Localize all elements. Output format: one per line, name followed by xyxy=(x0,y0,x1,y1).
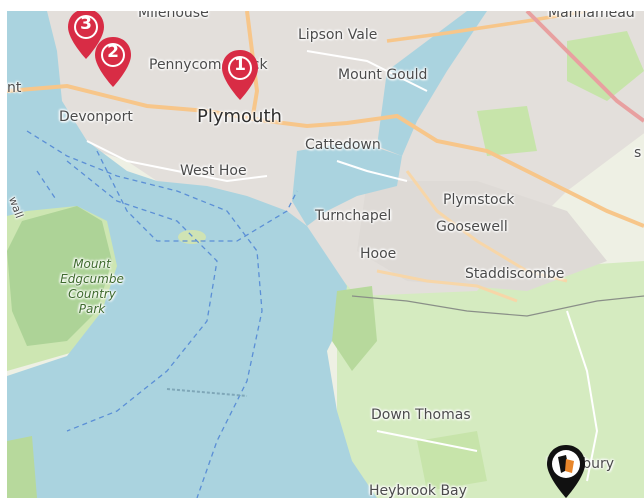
bank-logo-pin-icon xyxy=(547,445,585,498)
marker-number: 3 xyxy=(80,14,92,34)
map-pin-icon xyxy=(68,11,104,59)
label-edge-s: s xyxy=(634,145,642,161)
map-pin-icon xyxy=(222,50,258,100)
label-lipson-vale: Lipson Vale xyxy=(298,27,378,43)
label-turnchapel: Turnchapel xyxy=(315,208,392,224)
label-plymstock: Plymstock xyxy=(443,192,515,208)
label-devonport: Devonport xyxy=(59,109,133,125)
map-marker-3[interactable]: 3 xyxy=(65,11,107,61)
marker-number: 2 xyxy=(107,42,119,62)
label-mount-gould: Mount Gould xyxy=(338,67,428,83)
label-mount-edgcumbe-park: Mount Edgcumbe Country Park xyxy=(60,257,124,316)
label-west-hoe: West Hoe xyxy=(180,163,247,179)
marker-number: 1 xyxy=(234,55,246,75)
map-marker-2[interactable]: 2 xyxy=(92,35,134,89)
label-plymouth: Plymouth xyxy=(197,106,282,127)
map-view[interactable]: Milehouse Mannamead Lipson Vale Pennycom… xyxy=(7,11,644,498)
label-cattedown: Cattedown xyxy=(305,137,381,153)
label-edge-nt: nt xyxy=(7,80,22,96)
label-staddiscombe: Staddiscombe xyxy=(465,266,565,282)
label-hooe: Hooe xyxy=(360,246,397,262)
label-heybrook-bay: Heybrook Bay xyxy=(369,483,467,498)
map-marker-1[interactable]: 1 xyxy=(219,48,261,102)
plymouth-sound xyxy=(7,11,377,498)
label-goosewell: Goosewell xyxy=(436,219,508,235)
label-mannamead: Mannamead xyxy=(548,11,635,21)
map-pin-icon xyxy=(95,37,131,87)
label-down-thomas: Down Thomas xyxy=(371,407,471,423)
brand-location-marker[interactable] xyxy=(544,443,588,498)
map-base-layer xyxy=(7,11,644,498)
label-milehouse: Milehouse xyxy=(138,11,209,21)
